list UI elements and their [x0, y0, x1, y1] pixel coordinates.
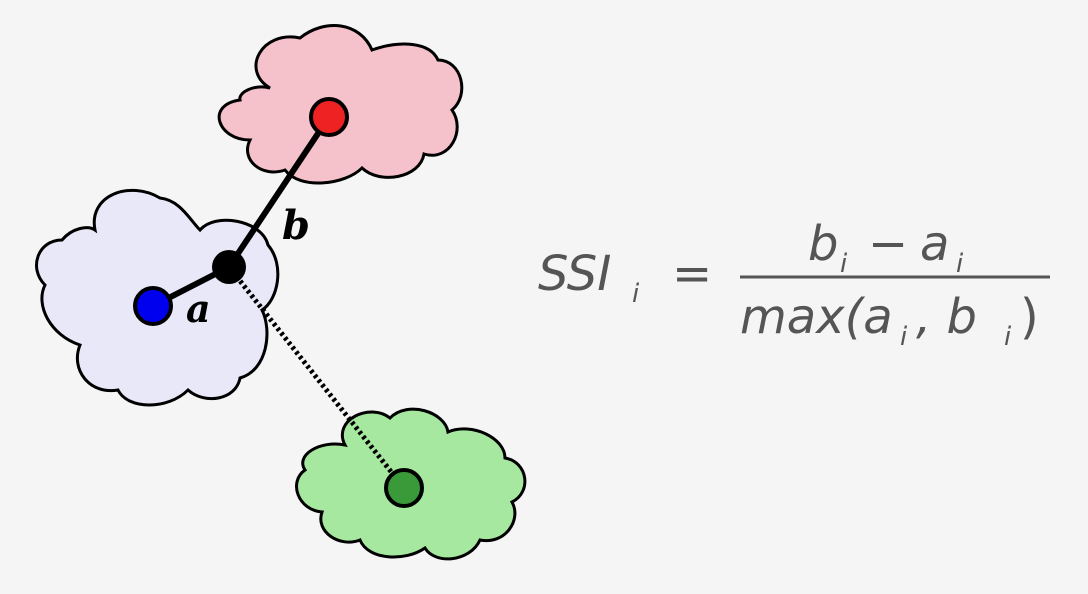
- formula-equals: =: [672, 246, 712, 302]
- denominator-a-subscript: i: [900, 322, 908, 352]
- denominator-prefix: max(a: [740, 289, 893, 345]
- ssi-formula: SSI i = b i − a i max(a i , b i ): [538, 216, 1050, 352]
- centroid-point: [212, 250, 246, 284]
- numerator-b-subscript: i: [840, 249, 848, 279]
- formula-lhs-subscript: i: [632, 279, 640, 309]
- numerator-a: a: [920, 216, 949, 272]
- numerator-minus: −: [868, 216, 908, 272]
- denominator-b-subscript: i: [1004, 322, 1012, 352]
- denominator-comma: , b: [916, 289, 977, 345]
- formula-lhs: SSI: [538, 246, 611, 302]
- point-b: [309, 97, 349, 137]
- numerator-b: b: [808, 216, 838, 272]
- label-distance-a: a: [186, 286, 211, 331]
- point-i: [133, 286, 173, 326]
- numerator-a-subscript: i: [956, 249, 964, 279]
- point-c: [384, 468, 424, 508]
- distance-b-line: [226, 114, 332, 270]
- denominator-suffix: ): [1020, 289, 1039, 345]
- label-distance-b: b: [282, 202, 310, 249]
- distance-other-line: [227, 265, 406, 490]
